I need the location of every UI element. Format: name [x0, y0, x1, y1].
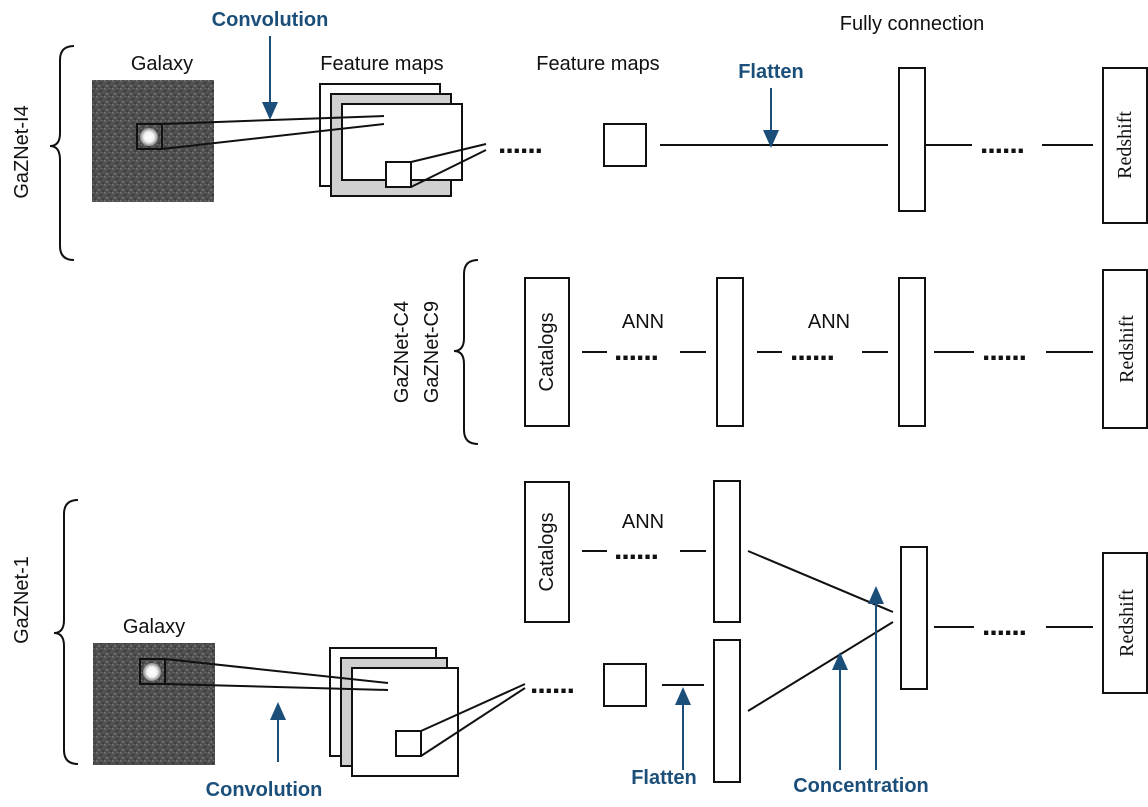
- middle-dots-1: ......: [614, 334, 658, 367]
- bottom-convolution-label: Convolution: [206, 779, 323, 801]
- middle-catalogs-box: [524, 277, 570, 427]
- top-galaxy-core: [140, 128, 158, 146]
- bottom-ann-label: ANN: [622, 511, 664, 533]
- middle-hidden-layer-2: [898, 277, 926, 427]
- middle-redshift-box: [1102, 269, 1148, 429]
- bottom-feature-map-kernel: [395, 730, 422, 757]
- bottom-galaxy-image: [93, 643, 215, 765]
- bottom-fc-layer: [900, 546, 928, 690]
- bottom-ann-layer: [713, 480, 741, 623]
- bottom-dots-2: ......: [982, 609, 1026, 642]
- bottom-brace: [53, 499, 79, 765]
- top-galaxy-kernel: [136, 123, 163, 150]
- bottom-galaxy-label: Galaxy: [123, 616, 185, 638]
- middle-catalogs-label: Catalogs: [536, 313, 558, 392]
- bottom-catalogs-box: [524, 481, 570, 623]
- middle-row: GaZNet-C4 GaZNet-C9 Catalogs ANN ...... …: [391, 259, 1148, 445]
- fully-connection-label: Fully connection: [840, 13, 985, 35]
- middle-ann-label-1: ANN: [622, 311, 664, 333]
- top-small-map: [603, 123, 647, 167]
- bottom-row: GaZNet-1 Catalogs ANN ...... Galaxy Conv…: [11, 480, 1148, 801]
- bottom-catalogs-label: Catalogs: [536, 513, 558, 592]
- bottom-kernel-line-2: [420, 687, 526, 757]
- middle-brace: [453, 259, 479, 445]
- bottom-conv-line-1: [164, 658, 389, 684]
- bottom-cnn-layer: [713, 639, 741, 783]
- middle-model-label-1: GaZNet-C4: [391, 301, 413, 403]
- middle-hidden-layer-1: [716, 277, 744, 427]
- top-dots-2: ......: [980, 127, 1024, 160]
- top-galaxy-label: Galaxy: [131, 53, 193, 75]
- top-flatten-label: Flatten: [738, 61, 804, 83]
- bottom-galaxy-kernel: [139, 658, 166, 685]
- top-dots-1: ......: [498, 127, 542, 160]
- bottom-small-map: [603, 663, 647, 707]
- middle-dots-3: ......: [982, 334, 1026, 367]
- top-row: GaZNet-I4 Convolution Galaxy Feature map…: [11, 9, 1148, 261]
- bottom-redshift-label: Redshift: [1116, 589, 1138, 657]
- middle-model-label-2: GaZNet-C9: [421, 301, 443, 403]
- top-conv-line-2: [161, 123, 385, 150]
- bottom-redshift-box: [1102, 552, 1148, 694]
- top-brace: [49, 45, 75, 261]
- top-redshift-box: [1102, 67, 1148, 224]
- top-kernel-line-2: [410, 149, 487, 188]
- bottom-ann-dots: ......: [614, 533, 658, 566]
- bottom-model-label: GaZNet-1: [11, 556, 33, 644]
- middle-ann-label-2: ANN: [808, 311, 850, 333]
- top-conv-line-1: [161, 115, 385, 125]
- bottom-kernel-line-1: [420, 683, 526, 732]
- top-feature-maps-label-2: Feature maps: [536, 53, 659, 75]
- bottom-flatten-label: Flatten: [631, 767, 697, 789]
- top-kernel-line-1: [410, 143, 487, 163]
- bottom-merge-line-2: [747, 621, 894, 712]
- top-model-label: GaZNet-I4: [11, 105, 33, 198]
- top-redshift-label: Redshift: [1114, 111, 1136, 179]
- top-fc-layer: [898, 67, 926, 212]
- top-feature-map-kernel: [385, 161, 412, 188]
- bottom-dots-1: ......: [530, 667, 574, 700]
- top-feature-maps-label-1: Feature maps: [320, 53, 443, 75]
- concentration-label: Concentration: [793, 775, 929, 797]
- bottom-galaxy-core: [143, 663, 161, 681]
- middle-dots-2: ......: [790, 334, 834, 367]
- bottom-merge-line-1: [747, 550, 894, 613]
- middle-redshift-label: Redshift: [1116, 315, 1138, 383]
- bottom-conv-line-2: [164, 683, 389, 691]
- top-convolution-label: Convolution: [212, 9, 329, 31]
